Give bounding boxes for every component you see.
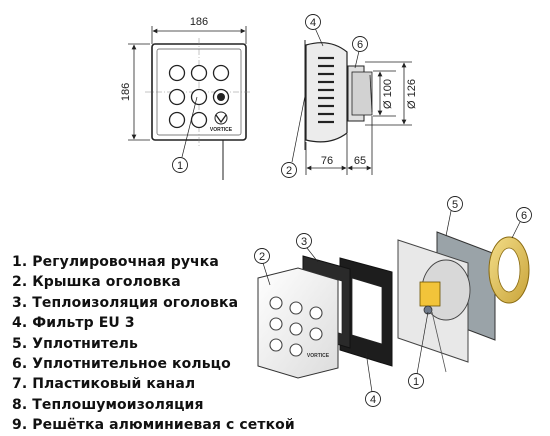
exploded-view: VORTICE 2 3 5 6 1 4 <box>254 196 532 407</box>
depth-76-label: 76 <box>321 155 333 167</box>
callout-3-exploded <box>296 233 312 249</box>
callout-5-exploded <box>447 196 463 212</box>
callout-2-exploded <box>254 248 270 264</box>
legend-item-2: 2. Крышка оголовка <box>12 274 181 291</box>
diameter-100-label: Ø 100 <box>382 79 394 109</box>
grille-holes <box>168 64 230 129</box>
svg-text:2: 2 <box>259 251 265 263</box>
legend-item-1: 1. Регулировочная ручка <box>12 254 219 270</box>
legend-item-6: 6. Уплотнительное кольцо <box>12 356 231 373</box>
svg-text:1: 1 <box>413 376 419 388</box>
vortice-logo <box>214 111 228 125</box>
width-dimension <box>151 26 247 44</box>
svg-text:1: 1 <box>177 160 183 172</box>
side-view: Ø 100 Ø 126 76 65 4 6 2 <box>281 14 418 178</box>
height-label: 186 <box>120 83 132 101</box>
svg-text:4: 4 <box>310 17 316 29</box>
callout-1-exploded <box>408 373 424 389</box>
exploded-brand-text: VORTICE <box>307 353 330 359</box>
svg-text:2: 2 <box>286 165 292 177</box>
callout-2-side <box>281 162 297 178</box>
callout-4-exploded <box>365 391 381 407</box>
diameter-126-label: Ø 126 <box>406 79 418 109</box>
side-slats <box>318 56 334 124</box>
svg-text:6: 6 <box>521 210 527 222</box>
svg-text:3: 3 <box>301 236 307 248</box>
legend-item-8: 8. Теплошумоизоляция <box>12 396 204 413</box>
legend-item-5: 5. Уплотнитель <box>12 335 138 352</box>
depth-65-label: 65 <box>354 155 366 167</box>
depth-dimensions <box>305 116 373 175</box>
height-dimension <box>128 43 150 141</box>
callout-6-side <box>352 36 368 52</box>
width-label: 186 <box>190 16 208 28</box>
callout-6-exploded <box>516 207 532 223</box>
exploded-cover-holes <box>269 296 323 357</box>
callout-4-side <box>305 14 321 30</box>
callout-1-front <box>172 157 188 173</box>
legend-item-3: 3. Теплоизоляция оголовка <box>12 294 239 311</box>
parts-legend: 1. Регулировочная ручка 2. Крышка оголов… <box>12 252 295 436</box>
brand-text: VORTICE <box>210 127 233 133</box>
legend-item-4: 4. Фильтр EU 3 <box>12 315 135 332</box>
svg-text:6: 6 <box>357 39 363 51</box>
legend-item-7: 7. Пластиковый канал <box>12 376 196 393</box>
diameter-dimensions <box>365 61 412 126</box>
svg-text:5: 5 <box>452 199 458 211</box>
front-view: 186 186 VORTICE 1 <box>120 16 252 180</box>
adjust-knob <box>217 93 225 101</box>
svg-text:4: 4 <box>370 394 376 406</box>
legend-item-9: 9. Решётка алюминиевая с сеткой <box>12 417 295 434</box>
